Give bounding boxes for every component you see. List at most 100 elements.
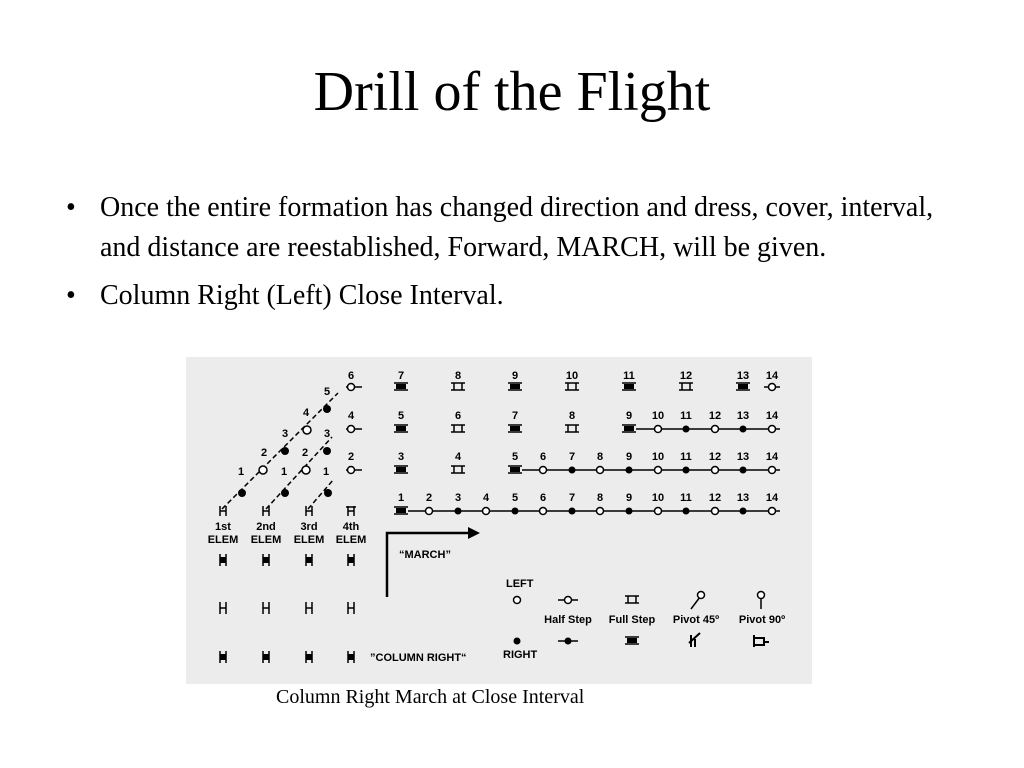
open-dot-icon [346,465,362,475]
full-step-open-icon [451,465,465,474]
position-number: 3 [398,451,404,463]
legend-pivot90-label: Pivot 90º [739,614,785,626]
slide-title: Drill of the Flight [313,61,711,123]
bullet-list: • Once the entire formation has changed … [66,188,946,324]
position-number: 14 [766,370,779,382]
half-step-open-icon [346,506,356,516]
position-number: 7 [398,370,404,382]
march-label: “MARCH” [399,549,451,561]
position-number: 13 [737,492,749,504]
formation-row-2: 4 5 6 7 8 9 10 11 12 13 14 [346,410,780,434]
bullet-icon: • [66,192,76,223]
half-step-icon [558,595,578,645]
full-step-filled-icon [305,554,313,566]
position-number: 6 [348,370,354,382]
bullet-item: • Column Right (Left) Close Interval. [66,276,946,316]
position-number: 2 [302,447,308,459]
element-label: 1st [215,521,231,533]
full-step-open-icon [451,382,465,391]
diagonal-element-2: 1 2 3 [281,428,331,497]
full-step-filled-icon [736,382,750,391]
position-number: 8 [597,451,603,463]
pivot-45-icon [688,590,706,647]
element-label: ELEM [336,534,367,546]
position-number: 12 [709,492,721,504]
position-number: 5 [324,386,330,398]
position-number: 6 [540,451,546,463]
half-step-chain [522,465,780,475]
full-step-open-icon [305,602,313,614]
position-number: 14 [766,451,779,463]
diagonal-element-3: 1 [323,466,332,497]
legend-half-step-label: Half Step [544,614,592,626]
open-dot-icon [764,382,780,392]
half-step-open-icon [305,506,313,516]
full-step-filled-icon [219,554,227,566]
position-number: 4 [303,407,310,419]
element-labels: 1st ELEM 2nd ELEM 3rd ELEM 4th ELEM [208,521,367,546]
position-number: 7 [569,451,575,463]
position-number: 9 [626,410,632,422]
half-step-open-icon [262,506,270,516]
drill-diagram-figure: 6 7 8 9 10 11 12 13 14 4 5 6 7 8 9 10 11… [186,357,812,684]
element-label: ELEM [294,534,325,546]
full-step-filled-icon [508,424,522,433]
full-step-filled-icon [394,424,408,433]
figure-caption: Column Right March at Close Interval [276,686,585,708]
position-number: 4 [348,410,355,422]
position-number: 9 [626,492,632,504]
full-step-filled-icon [394,506,408,515]
bullet-item: • Once the entire formation has changed … [66,188,946,268]
position-number: 6 [540,492,546,504]
element-label: 3rd [300,521,317,533]
full-step-open-icon [347,602,355,614]
legend-pivot45-label: Pivot 45º [673,614,719,626]
position-number: 5 [512,492,518,504]
position-number: 9 [626,451,632,463]
half-step-open-icon [219,506,227,516]
position-number: 11 [623,370,635,382]
element-label: ELEM [208,534,239,546]
bullet-text: Once the entire formation has changed di… [100,192,934,263]
position-number: 2 [348,451,354,463]
position-number: 11 [680,492,692,504]
filled-dot-icon [513,637,521,645]
full-step-filled-icon [394,465,408,474]
position-number: 14 [766,492,779,504]
formation-row-3: 2 3 4 5 6 7 8 9 10 11 12 13 14 [346,451,780,475]
open-dot-icon [346,424,362,434]
position-number: 7 [512,410,518,422]
position-number: 5 [398,410,404,422]
position-number: 1 [398,492,404,504]
open-dot-icon [512,595,522,605]
position-number: 8 [455,370,461,382]
formation-row-1: 6 7 8 9 10 11 12 13 14 [346,370,780,392]
full-step-filled-icon [262,554,270,566]
position-number: 10 [652,410,664,422]
full-step-filled-icon [347,554,355,566]
column-right-label: ”COLUMN RIGHT“ [370,652,467,664]
position-number: 4 [455,451,462,463]
full-step-icon [625,595,639,645]
march-arrow: “MARCH” [385,527,480,597]
element-label: 2nd [256,521,276,533]
position-number: 1 [238,466,244,478]
full-step-open-icon [565,382,579,391]
position-number: 4 [483,492,490,504]
position-number: 10 [652,492,664,504]
diagram-background [186,357,812,684]
drill-diagram: 6 7 8 9 10 11 12 13 14 4 5 6 7 8 9 10 11… [186,357,812,684]
position-number: 1 [323,466,329,478]
position-number: 14 [766,410,779,422]
position-number: 12 [709,451,721,463]
position-number: 5 [512,451,518,463]
position-number: 13 [737,451,749,463]
diagonal-element-1: 1 2 3 4 5 [238,386,331,497]
position-number: 10 [652,451,664,463]
position-number: 12 [680,370,692,382]
full-step-open-icon [262,602,270,614]
position-number: 2 [426,492,432,504]
pivot-90-icon [753,590,769,647]
bullet-text: Column Right (Left) Close Interval. [100,280,504,311]
position-number: 1 [281,466,287,478]
